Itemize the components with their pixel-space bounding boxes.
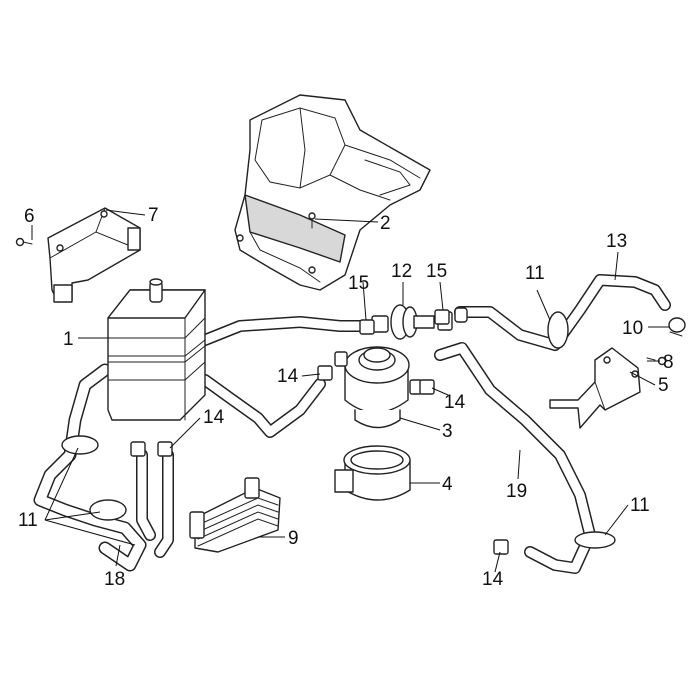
- clamp-14-b: [157, 441, 173, 457]
- part-9-clip-bundle: [189, 477, 281, 553]
- screw-icon: [15, 237, 25, 247]
- callout-11-right: 11: [630, 495, 650, 516]
- callout-1: 1: [63, 329, 74, 350]
- part-3-filter: [334, 346, 423, 429]
- clamps-15: [359, 309, 450, 335]
- callout-2: 2: [380, 213, 391, 234]
- callout-9: 9: [288, 528, 299, 549]
- clamp-14-c: [317, 365, 333, 381]
- callout-11-top: 11: [525, 263, 545, 284]
- clamp-11-left-a: [61, 435, 99, 455]
- callout-12: 12: [391, 261, 412, 282]
- clamp-11-left-b: [89, 499, 127, 521]
- clamp-14-a: [130, 441, 146, 457]
- clamp-14-e: [493, 539, 509, 555]
- callout-6: 6: [24, 206, 35, 227]
- callout-14-center: 14: [277, 366, 299, 387]
- callout-14-left: 14: [203, 407, 225, 428]
- callout-8: 8: [663, 352, 674, 373]
- callout-11-left: 11: [18, 510, 38, 531]
- callout-10: 10: [622, 318, 643, 339]
- callout-19: 19: [506, 481, 527, 502]
- callout-3: 3: [442, 421, 453, 442]
- part-7-bracket: [47, 207, 141, 303]
- callout-14-right: 14: [444, 392, 466, 413]
- clamp-15-left: [359, 319, 375, 335]
- clamp-11-right: [574, 531, 616, 549]
- callout-18: 18: [104, 569, 125, 590]
- clamps-11: [61, 311, 616, 549]
- part-2-screw-icon: [308, 212, 316, 220]
- hoses: [33, 274, 671, 574]
- part-5-bracket: [549, 347, 641, 429]
- callout-14-bottom: 14: [482, 569, 504, 590]
- part-4-filter-ring: [334, 445, 411, 501]
- callout-5: 5: [658, 375, 669, 396]
- clamp-14-d: [419, 379, 435, 395]
- part-2-frame-cover: [234, 94, 431, 291]
- callout-labels: 1 2 3 4 5 6 7 8 9 10 11 11 11 12 13 14 1…: [18, 205, 674, 590]
- callout-13: 13: [606, 231, 627, 252]
- callout-4: 4: [442, 474, 453, 495]
- part-10-clamp: [668, 317, 686, 337]
- callout-7: 7: [148, 205, 159, 226]
- clamp-15-right: [434, 309, 450, 325]
- callout-15-right: 15: [426, 261, 447, 282]
- part-1-canister: [107, 278, 206, 421]
- leader-lines: [31, 209, 670, 573]
- part-6-screw: [15, 237, 33, 247]
- part-12-valve: [371, 304, 468, 340]
- clamp-11-upper: [547, 311, 569, 349]
- callout-15-left: 15: [348, 273, 369, 294]
- clamps-14: [130, 365, 509, 555]
